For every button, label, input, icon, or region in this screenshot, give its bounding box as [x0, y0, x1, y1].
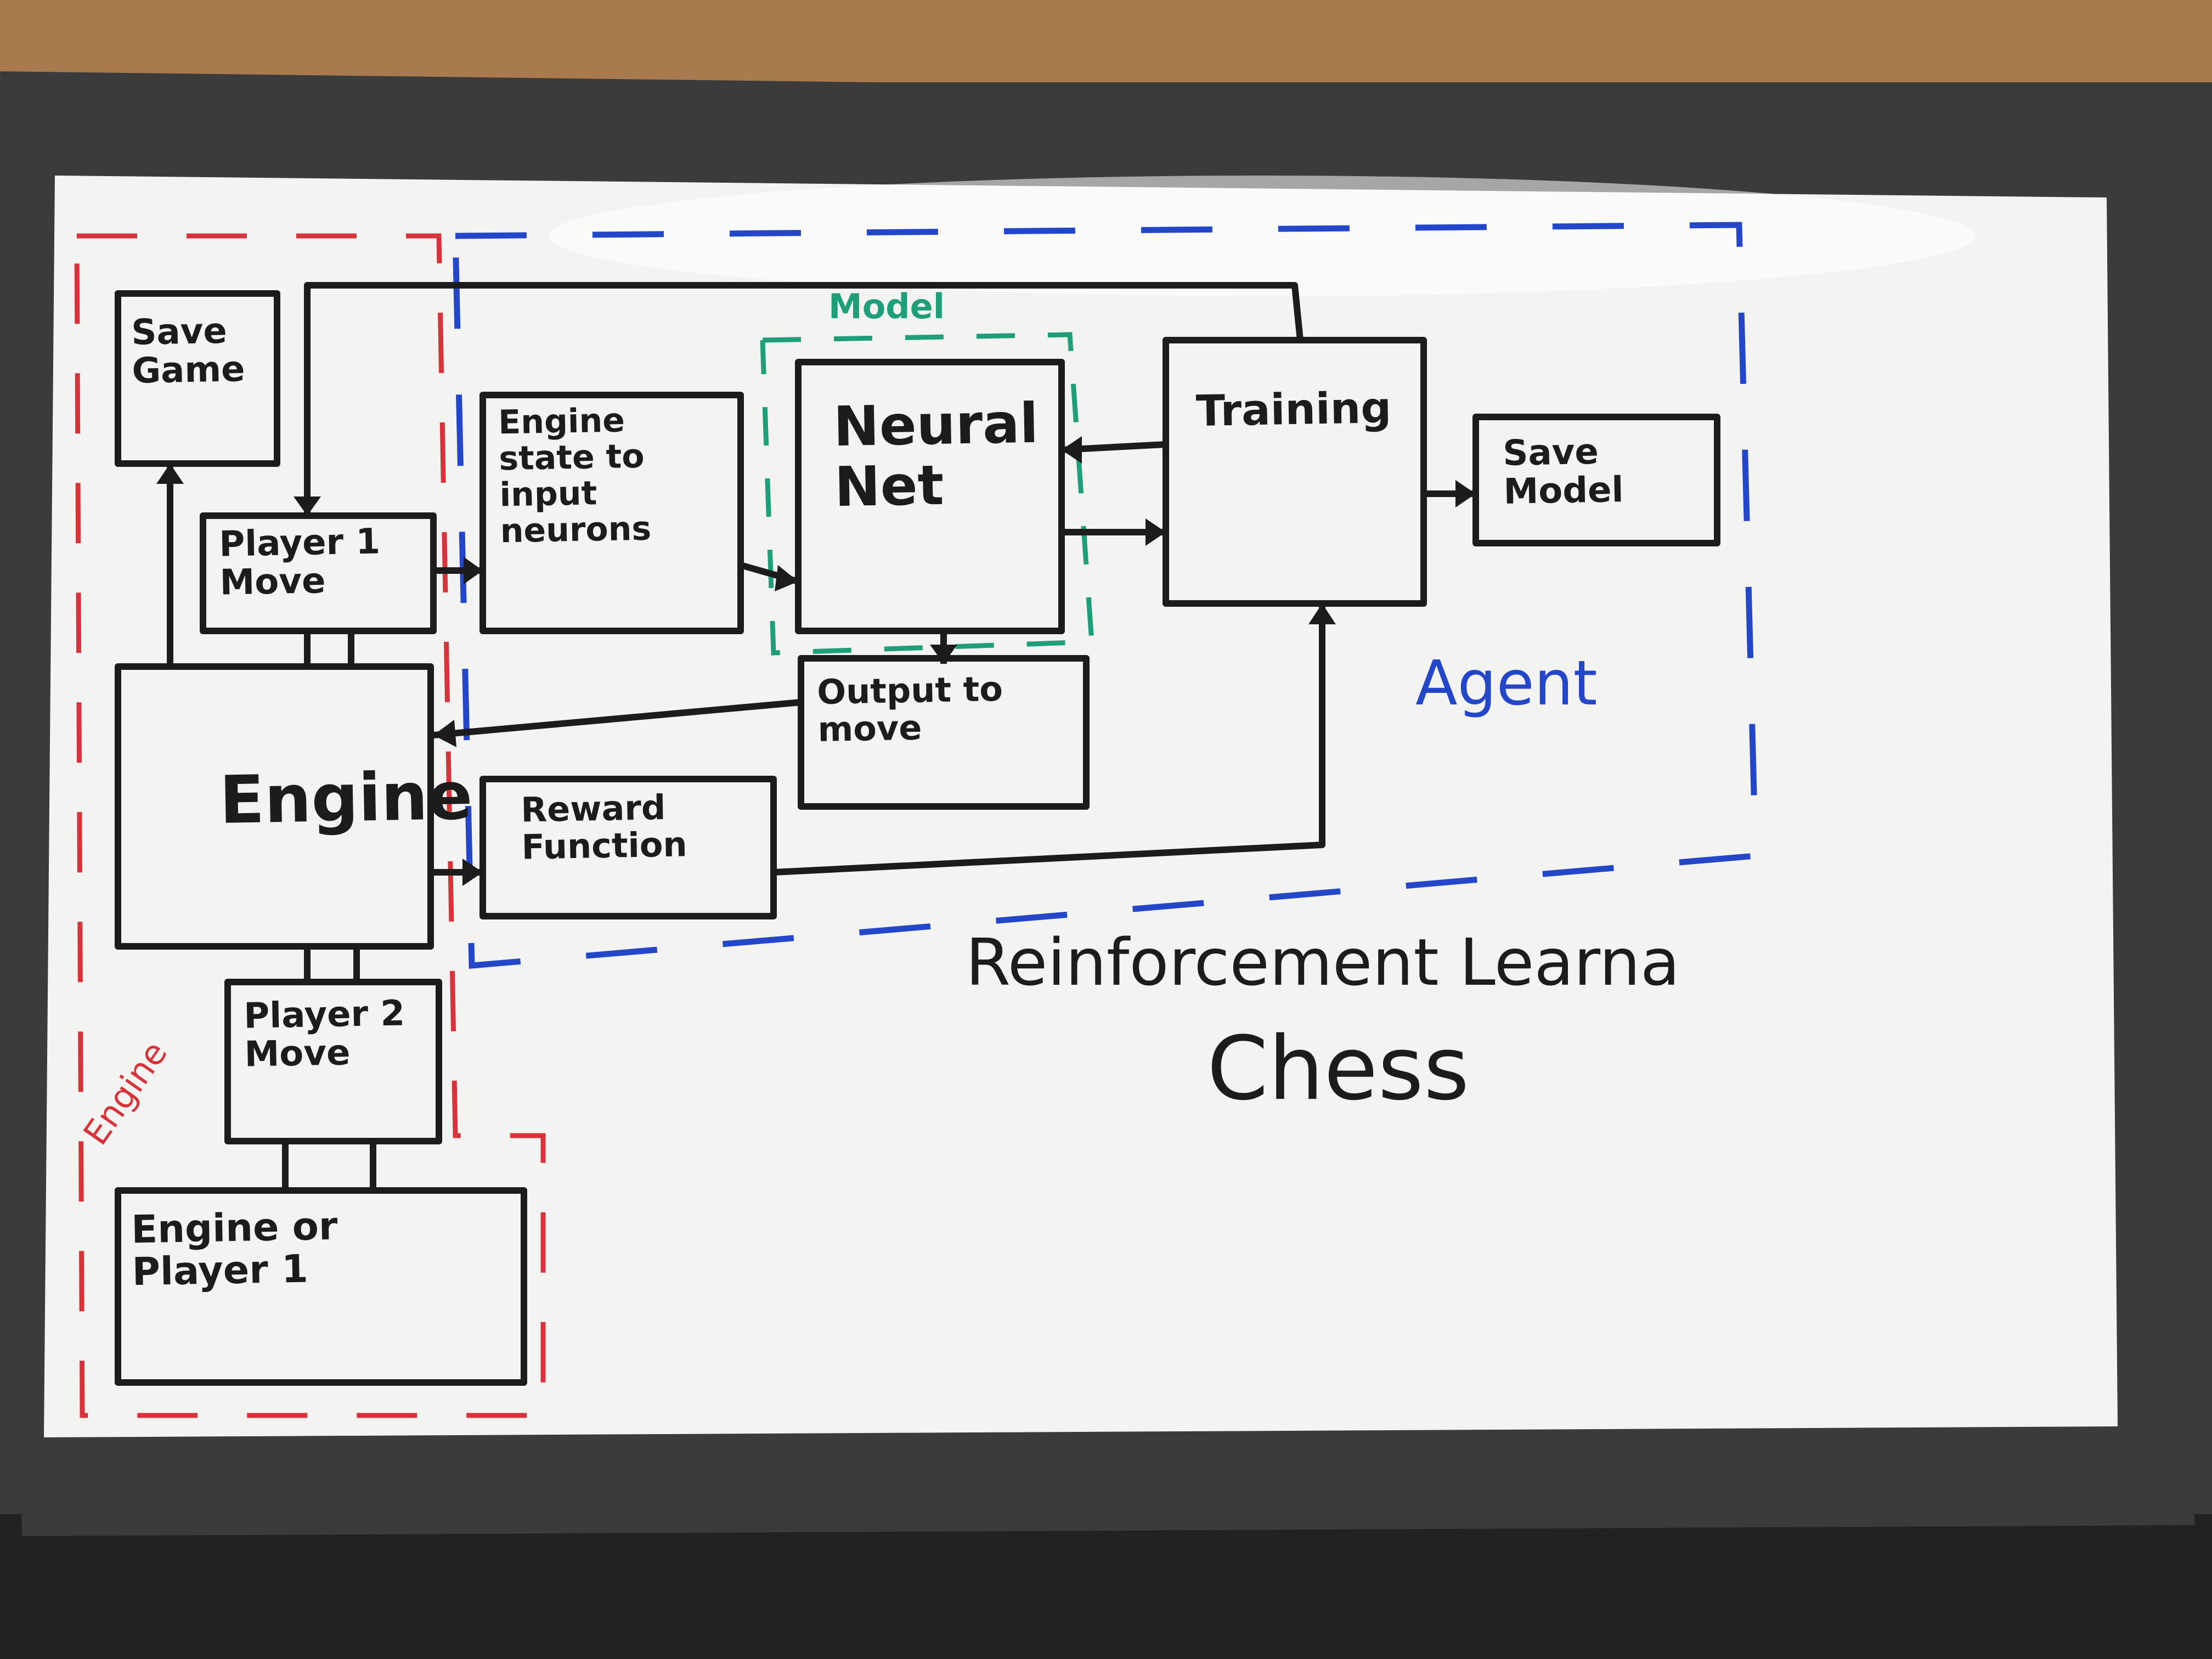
training-box [1163, 337, 1427, 607]
arrowhead-icon [462, 859, 483, 886]
arrowhead-icon [1062, 436, 1082, 464]
engine-box [115, 663, 434, 950]
neural-net-label: Neural Net [833, 391, 1039, 520]
arrow-output-to-engine [433, 699, 802, 738]
save-model-label: Save Model [1502, 431, 1624, 513]
save-game-box [115, 290, 280, 467]
reward-function-box [479, 776, 777, 919]
reward-function-label: Reward Function [520, 787, 688, 867]
title-line2: Chess [1207, 1017, 1470, 1120]
neural-net-box [795, 359, 1065, 634]
arrowhead-icon [1455, 480, 1476, 507]
save-model-box [1472, 414, 1720, 546]
engine-region-border [74, 233, 546, 1418]
arrowhead-icon [1146, 518, 1166, 546]
output-to-move-label: Output to move [816, 669, 1003, 750]
arrow-reward-to-training [773, 603, 1325, 876]
player1-move-label: Player 1 Move [218, 521, 381, 603]
training-label: Training [1195, 383, 1392, 437]
floor-background [0, 1514, 2212, 1659]
engine-state-label: Engine state to input neurons [498, 401, 652, 551]
engine-or-player1-label: Engine or Player 1 [131, 1203, 338, 1295]
arrowhead-icon [294, 496, 321, 516]
arrow-savegame-to-player1 [304, 282, 1304, 516]
board-glare [549, 176, 1975, 296]
arrowhead-icon [930, 645, 957, 664]
engine-or-player1-box [115, 1187, 527, 1386]
arrowhead-icon [464, 557, 483, 584]
wood-background [0, 0, 2212, 82]
engine-state-box [479, 392, 744, 634]
agent-region-label: Agent [1415, 648, 1598, 719]
player2-move-box [224, 979, 442, 1144]
player2-move-label: Player 2 Move [243, 993, 405, 1075]
engine-label: Engine [218, 758, 473, 839]
arrowhead-icon [433, 720, 456, 747]
agent-region-border [452, 222, 1759, 969]
arrowhead-icon [156, 464, 184, 484]
save-game-label: Save Game [131, 311, 246, 392]
arrowhead-icon [1308, 603, 1336, 624]
arrowhead-icon [775, 565, 798, 591]
model-region-label: Model [828, 286, 945, 326]
title-line1: Reinforcement Learna [966, 924, 1680, 1000]
